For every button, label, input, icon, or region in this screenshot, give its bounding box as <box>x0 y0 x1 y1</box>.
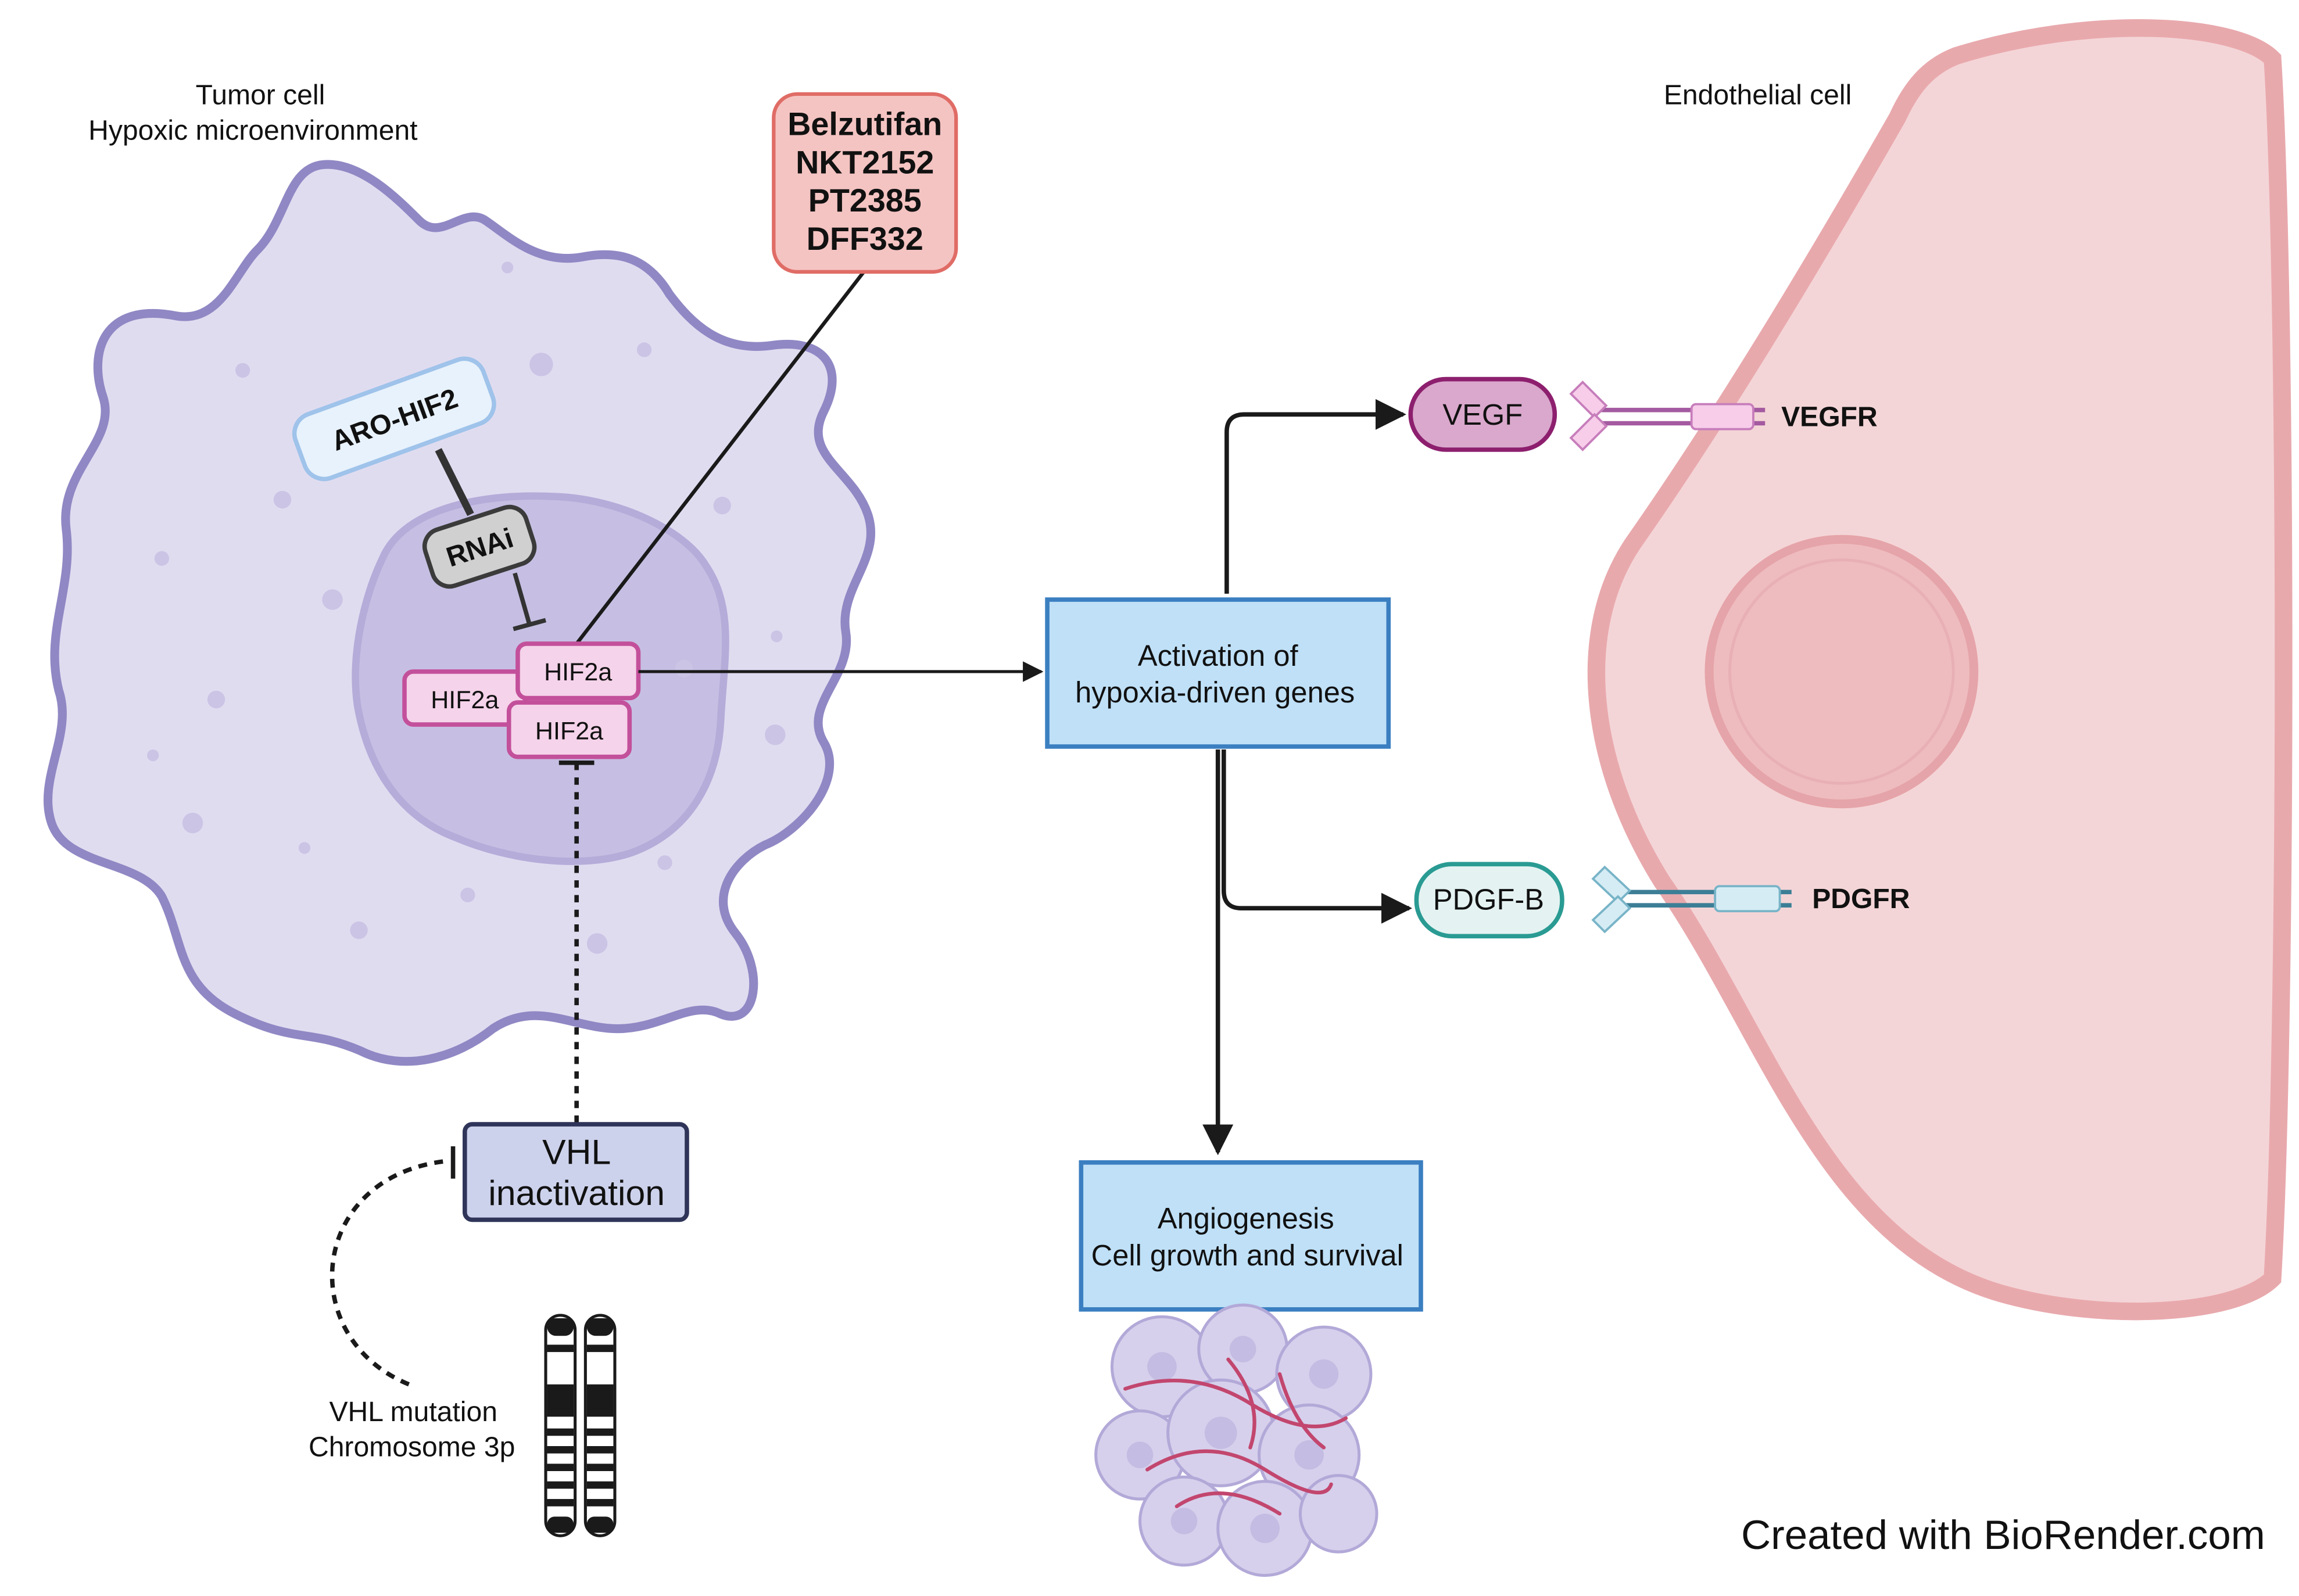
aro-rnai-connector <box>435 448 474 517</box>
endothelial-cell-title: Endothelial cell <box>1664 80 1852 111</box>
drug-name-4: DFF332 <box>807 221 923 257</box>
tumor-cell <box>43 160 876 1066</box>
angiogenesis-line1: Angiogenesis <box>1158 1202 1334 1235</box>
drug-inhibition-line <box>575 269 866 645</box>
vegf-pill <box>1408 376 1557 452</box>
drug-name-2: NKT2152 <box>796 144 934 180</box>
pdgfr-receptor-icon <box>1591 865 1792 934</box>
activation-line2: hypoxia-driven genes <box>1075 676 1355 709</box>
tumor-speckles <box>147 261 786 954</box>
mutation-to-vhl-dashed-curve <box>330 1159 447 1387</box>
tumor-mass-illustration <box>1094 1303 1378 1577</box>
rnai-inhibition-bar <box>513 618 547 632</box>
endothelial-nucleus <box>1704 535 1979 809</box>
activation-box <box>1045 597 1391 749</box>
rnai-pill: RNAi <box>422 504 537 589</box>
pdgf-label: PDGF-B <box>1433 883 1544 916</box>
angiogenesis-box <box>1079 1160 1423 1312</box>
pdgf-pill <box>1414 862 1564 939</box>
drug-name-1: Belzutifan <box>787 106 942 142</box>
vhl-box <box>463 1122 689 1222</box>
chromosome-icon <box>544 1314 617 1537</box>
aro-hif2-pill: ARO-HIF2 <box>292 356 496 482</box>
endothelial-nucleus-inner <box>1728 558 1955 785</box>
vhl-line2: inactivation <box>488 1173 665 1213</box>
tumor-cell-title-line1: Tumor cell <box>196 80 325 111</box>
vhl-mutation-line1: VHL mutation <box>329 1396 497 1428</box>
hif2a-top-label: HIF2a <box>544 658 612 686</box>
angiogenesis-line2: Cell growth and survival <box>1091 1239 1403 1272</box>
vegf-label: VEGF <box>1442 398 1523 431</box>
endothelial-cell <box>1587 19 2293 1321</box>
pdgfr-label: PDGFR <box>1812 883 1910 914</box>
rnai-inhibition-line <box>513 572 532 626</box>
vhl-mutation-line2: Chromosome 3p <box>309 1432 515 1463</box>
activation-line1: Activation of <box>1138 639 1299 672</box>
hif2a-bottom-label: HIF2a <box>535 717 603 745</box>
drug-name-3: PT2385 <box>808 182 922 218</box>
vegfr-label: VEGFR <box>1781 401 1878 433</box>
activation-to-vegf-arrow <box>1224 399 1406 594</box>
tumor-cell-title-line2: Hypoxic microenvironment <box>88 114 417 146</box>
activation-to-pdgf-arrow <box>1222 749 1413 924</box>
hif2a-box-bottom <box>506 700 632 759</box>
vegfr-receptor-icon <box>1569 380 1766 451</box>
biorender-watermark: Created with BioRender.com <box>1741 1512 2265 1558</box>
hif2a-left-label: HIF2a <box>431 686 499 714</box>
drug-box <box>772 92 958 274</box>
vhl-line1: VHL <box>542 1132 611 1171</box>
